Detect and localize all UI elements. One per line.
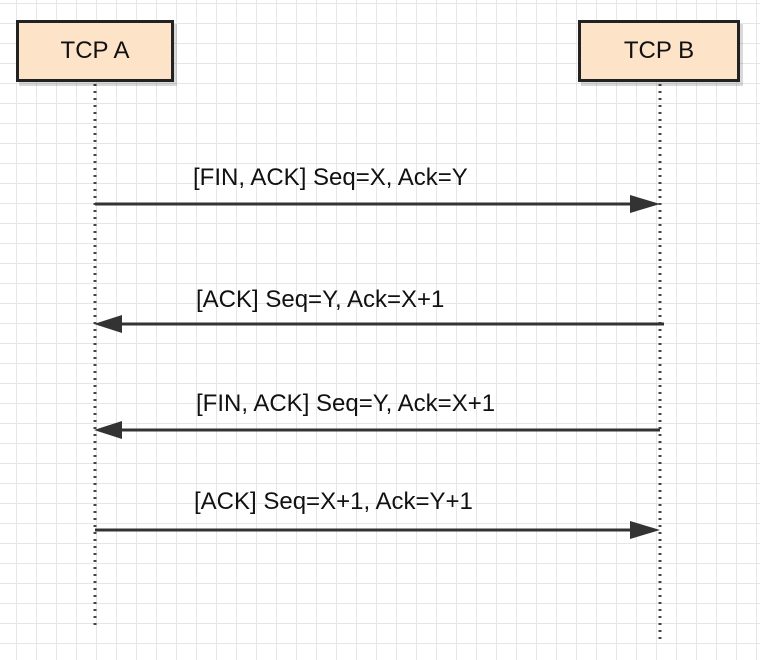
message-label-3: [FIN, ACK] Seq=Y, Ack=X+1 bbox=[196, 390, 496, 417]
message-label-4: [ACK] Seq=X+1, Ack=Y+1 bbox=[194, 488, 473, 515]
participant-label: TCP A bbox=[60, 37, 130, 64]
message-label-2: [ACK] Seq=Y, Ack=X+1 bbox=[196, 286, 445, 313]
participant-label: TCP B bbox=[623, 37, 695, 64]
message-label-1: [FIN, ACK] Seq=X, Ack=Y bbox=[193, 164, 468, 191]
arrowhead-3 bbox=[94, 421, 122, 439]
participant-box-tcp-b: TCP B bbox=[578, 20, 740, 82]
participant-box-tcp-a: TCP A bbox=[16, 20, 174, 82]
arrowhead-2 bbox=[94, 315, 122, 333]
arrowhead-1 bbox=[630, 195, 660, 213]
arrowhead-4 bbox=[630, 521, 660, 539]
